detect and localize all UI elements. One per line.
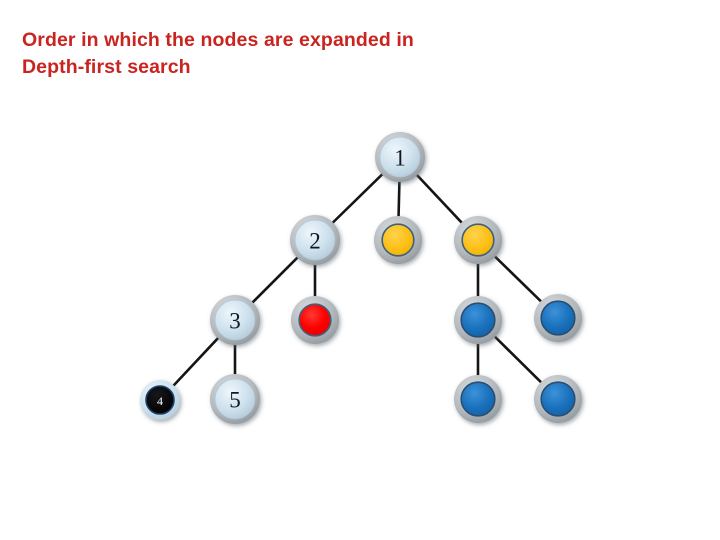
node-core [298,303,332,337]
node-core [461,223,495,257]
tree-node-b4[interactable] [534,375,582,423]
tree-node-n4[interactable]: 4 [140,380,180,420]
tree-edge [491,253,545,305]
tree-node-n3[interactable]: 3 [210,295,260,345]
node-core [214,299,256,341]
edge-layer [170,171,545,389]
tree-edge [249,254,301,306]
node-core [145,385,175,415]
tree-edge [413,171,465,226]
node-core [294,219,336,261]
node-core [460,302,496,338]
tree-edge [170,334,222,389]
tree-node-n1[interactable]: 1 [375,132,425,182]
tree-node-n5[interactable]: 5 [210,374,260,424]
node-core [460,381,496,417]
tree-node-y1[interactable] [374,216,422,264]
tree-node-b2[interactable] [534,294,582,342]
tree-node-n2[interactable]: 2 [290,215,340,265]
node-core [214,378,256,420]
tree-edge [329,171,386,226]
tree-node-b1[interactable] [454,296,502,344]
node-core [540,381,576,417]
tree-edge [397,177,401,221]
node-core [540,300,576,336]
tree-node-b3[interactable] [454,375,502,423]
tree-node-y2[interactable] [454,216,502,264]
tree-edge [491,333,545,386]
page-title: Order in which the nodes are expanded in… [22,29,414,78]
node-core [379,136,421,178]
node-core [381,223,415,257]
tree-node-r1[interactable] [291,296,339,344]
